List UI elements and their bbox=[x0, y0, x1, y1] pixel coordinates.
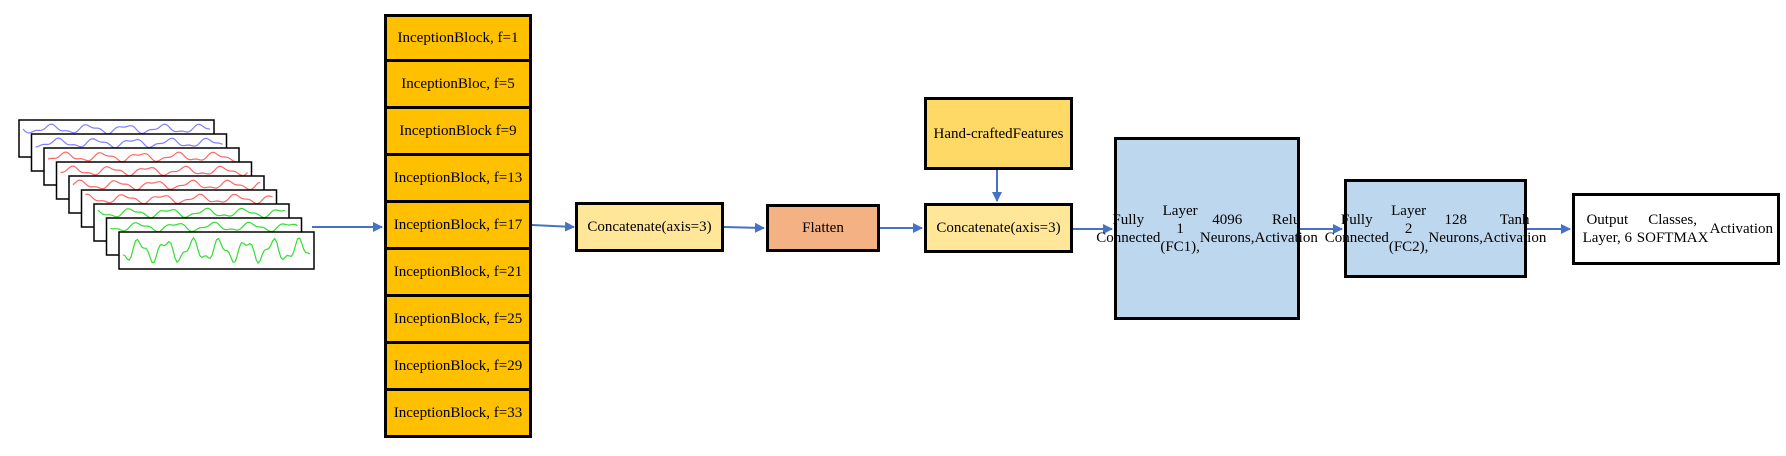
concatenate-2-box: Concatenate (axis=3) bbox=[924, 203, 1073, 253]
flatten-box: Flatten bbox=[766, 204, 880, 252]
inception-block-6-line2: Block, f=21 bbox=[450, 264, 523, 280]
inception-block-9-line2: Block, f=33 bbox=[450, 405, 523, 421]
inception-block-4-line1: Inception bbox=[393, 170, 451, 186]
fc1-line2: Layer 1 (FC1), bbox=[1160, 202, 1200, 255]
inception-block-4: Inception Block, f=13 bbox=[384, 153, 532, 203]
inception-block-5: Inception Block, f=17 bbox=[384, 200, 532, 250]
inception-block-6-line1: Inception bbox=[393, 264, 451, 280]
signal-waveform bbox=[97, 207, 286, 219]
inception-block-3: Inception Block f=9 bbox=[384, 106, 532, 156]
inception-block-3-line2: Block f=9 bbox=[456, 123, 517, 139]
signal-waveform bbox=[22, 123, 211, 135]
handcrafted-line3: Features bbox=[1012, 125, 1064, 142]
signal-waveform bbox=[72, 179, 261, 191]
concatenate-1-line2: (axis=3) bbox=[661, 219, 712, 235]
output-line2: Classes, SOFTMAX bbox=[1636, 212, 1709, 246]
fc2-line4: Tanh Activation bbox=[1483, 211, 1547, 246]
concatenate-1-line1: Concatenate bbox=[587, 219, 662, 235]
input-signals-icon bbox=[18, 119, 315, 270]
signal-waveform bbox=[60, 165, 248, 177]
inception-block-9: Inception Block, f=33 bbox=[384, 388, 532, 438]
inception-block-5-line1: Inception bbox=[393, 217, 451, 233]
handcrafted-line1: Hand- bbox=[933, 125, 972, 142]
signal-waveform bbox=[47, 151, 236, 163]
concatenate-2-line2: (axis=3) bbox=[1010, 220, 1061, 236]
inception-block-7-line2: Block, f=25 bbox=[450, 311, 523, 327]
inception-block-6: Inception Block, f=21 bbox=[384, 247, 532, 297]
fc1-box: Fully Connected Layer 1 (FC1), 4096 Neur… bbox=[1096, 137, 1318, 320]
arrow-concat1-to-flatten bbox=[723, 222, 765, 233]
fc2-line1: Fully Connected bbox=[1324, 211, 1389, 246]
signal-waveform bbox=[35, 137, 223, 149]
signal-frame bbox=[118, 231, 315, 270]
inception-block-4-line2: Block, f=13 bbox=[450, 170, 523, 186]
fc1-line4: Relu Activation bbox=[1254, 211, 1318, 246]
inception-block-7-line1: Inception bbox=[393, 311, 451, 327]
concatenate-1-box: Concatenate (axis=3) bbox=[575, 202, 724, 252]
inception-block-2-line2: Bloc, f=5 bbox=[457, 76, 515, 92]
inception-block-1-line2: Block, f=1 bbox=[454, 30, 519, 46]
handcrafted-line2: crafted bbox=[971, 125, 1013, 142]
inception-block-1: Inception Block, f=1 bbox=[384, 14, 532, 62]
inception-block-1-line1: Inception bbox=[397, 30, 455, 46]
inception-block-8-line2: Block, f=29 bbox=[450, 358, 523, 374]
inception-block-7: Inception Block, f=25 bbox=[384, 294, 532, 344]
inception-block-8: Inception Block, f=29 bbox=[384, 341, 532, 391]
inception-block-9-line1: Inception bbox=[393, 405, 451, 421]
inception-block-5-line2: Block, f=17 bbox=[450, 217, 523, 233]
inception-block-2-line1: Inception bbox=[401, 76, 458, 92]
fc1-line1: Fully Connected bbox=[1096, 211, 1161, 246]
concatenate-2-line1: Concatenate bbox=[936, 220, 1011, 236]
fc2-box: Fully Connected Layer 2 (FC2), 128 Neuro… bbox=[1325, 179, 1546, 278]
handcrafted-features-box: Hand- crafted Features bbox=[924, 97, 1073, 170]
flatten-label: Flatten bbox=[802, 220, 844, 236]
output-line3: Activation bbox=[1709, 221, 1773, 237]
signal-waveform bbox=[110, 221, 298, 233]
inception-block-2: Inception Bloc, f=5 bbox=[384, 59, 532, 109]
arrow-inception-to-concat1 bbox=[531, 221, 575, 232]
inception-block-3-line1: Inception bbox=[399, 123, 457, 139]
fc1-line3: 4096 Neurons, bbox=[1199, 211, 1255, 246]
output-line1: Output Layer, 6 bbox=[1582, 212, 1632, 246]
signal-waveform bbox=[122, 236, 311, 265]
fc2-line2: Layer 2 (FC2), bbox=[1388, 202, 1429, 255]
arrows bbox=[312, 170, 1571, 234]
inception-block-8-line1: Inception bbox=[393, 358, 451, 374]
fc2-line3: 128 Neurons, bbox=[1428, 211, 1483, 246]
output-layer-box: Output Layer, 6 Classes, SOFTMAX Activat… bbox=[1572, 193, 1780, 265]
